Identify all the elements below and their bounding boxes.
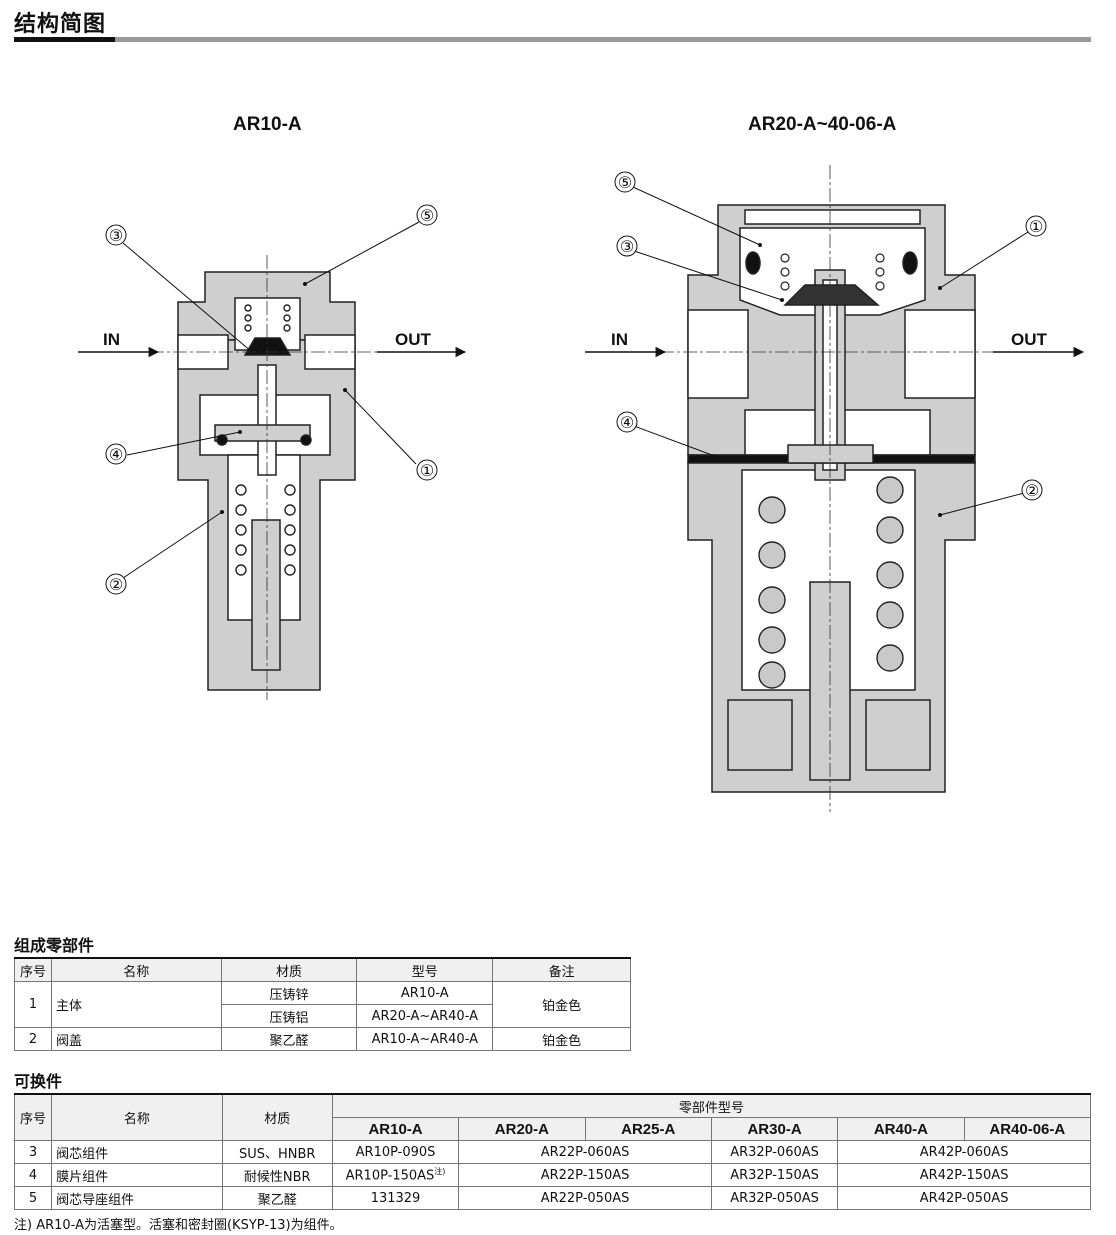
footnote: 注) AR10-A为活塞型。活塞和密封圈(KSYP-13)为组件。: [14, 1218, 343, 1233]
right-diagram: [687, 204, 976, 793]
right-callout-2: ②: [1025, 481, 1039, 500]
cell-material: 聚乙醛: [221, 1186, 333, 1210]
right-spring: [758, 476, 904, 689]
model-header: AR40-A: [837, 1117, 965, 1141]
table-row: 4 膜片组件 耐候性NBR AR10P-150AS注) AR22P-150AS …: [13, 1163, 1091, 1187]
cell-part-ar40: AR42P-150AS: [837, 1163, 1091, 1187]
cell-no: 2: [14, 1027, 52, 1051]
page-heading: 结构简图: [14, 12, 107, 37]
left-in-label: IN: [103, 330, 120, 349]
cell-part-ar40: AR42P-050AS: [837, 1186, 1091, 1210]
replace-header-name: 名称: [51, 1093, 223, 1141]
cell-part-ar20-25: AR22P-150AS: [458, 1163, 712, 1187]
cell-name: 主体: [50, 981, 222, 1028]
cell-no: 1: [14, 981, 52, 1028]
right-diagram-title: AR20-A~40-06-A: [748, 114, 897, 135]
model-header: AR20-A: [458, 1117, 586, 1141]
model-header: AR25-A: [584, 1117, 712, 1141]
cell-material: 聚乙醛: [220, 1027, 358, 1051]
replace-table: 序号 名称 材质 零部件型号 AR10-A AR20-A AR25-A AR30…: [13, 1093, 1092, 1210]
cell-material: 耐候性NBR: [221, 1163, 333, 1187]
cell-name: 膜片组件: [51, 1163, 223, 1187]
left-callout-5: ⑤: [420, 206, 434, 225]
model-header: AR40-06-A: [963, 1117, 1092, 1141]
table-row: 5 阀芯导座组件 聚乙醛 131329 AR22P-050AS AR32P-05…: [13, 1186, 1091, 1210]
right-callout-3: ③: [620, 237, 634, 256]
parts-header-name: 名称: [50, 957, 222, 982]
left-callout-1: ①: [420, 461, 434, 480]
left-spring: [235, 304, 296, 576]
parts-table: 序号 名称 材质 型号 备注 1 主体 压铸锌 AR10-A 铂金色 压铸铝 A…: [14, 957, 631, 1051]
left-out-label: OUT: [395, 330, 432, 349]
cell-part-ar40: AR42P-060AS: [837, 1140, 1091, 1164]
cell-material: SUS、HNBR: [221, 1140, 333, 1164]
cell-model: AR10-A~AR40-A: [356, 1027, 494, 1051]
model-header: AR30-A: [710, 1117, 839, 1141]
cell-note: 铂金色: [492, 981, 631, 1028]
cell-note: 铂金色: [492, 1027, 631, 1051]
parts-header-model: 型号: [356, 957, 494, 982]
right-callout-4: ④: [620, 413, 634, 432]
cell-part-ar20-25: AR22P-050AS: [458, 1186, 712, 1210]
left-callout-2: ②: [109, 575, 123, 594]
left-callout-4: ④: [109, 445, 123, 464]
cell-part-ar10: 131329: [331, 1186, 460, 1210]
cell-material: 压铸铝: [220, 1004, 358, 1028]
cell-part-ar30: AR32P-150AS: [710, 1163, 839, 1187]
right-callout-5: ⑤: [618, 173, 632, 192]
cell-material: 压铸锌: [220, 981, 358, 1005]
replace-header-material: 材质: [221, 1093, 333, 1141]
left-callout-3: ③: [109, 226, 123, 245]
table-row: 3 阀芯组件 SUS、HNBR AR10P-090S AR22P-060AS A…: [13, 1140, 1091, 1164]
replace-header-no: 序号: [13, 1093, 53, 1141]
replace-header-group: 零部件型号: [331, 1093, 1092, 1118]
cell-part-ar30: AR32P-060AS: [710, 1140, 839, 1164]
cell-part-ar30: AR32P-050AS: [710, 1186, 839, 1210]
cell-model: AR20-A~AR40-A: [356, 1004, 494, 1028]
cell-part-ar10-value: AR10P-150AS: [345, 1168, 435, 1184]
left-diagram-title: AR10-A: [233, 114, 302, 135]
right-out-label: OUT: [1011, 330, 1048, 349]
heading-rule: [14, 37, 1091, 42]
parts-section-title: 组成零部件: [14, 936, 95, 955]
right-valve: [783, 284, 881, 306]
table-row: 2 阀盖 聚乙醛 AR10-A~AR40-A 铂金色: [14, 1027, 631, 1051]
cell-part-ar20-25: AR22P-060AS: [458, 1140, 712, 1164]
heading-rule-accent: [14, 37, 115, 42]
table-row: 1 主体 压铸锌 AR10-A 铂金色: [14, 981, 631, 1028]
right-callout-1: ①: [1029, 217, 1043, 236]
footnote-mark: 注): [434, 1167, 446, 1177]
replace-section-title: 可换件: [14, 1072, 63, 1091]
parts-header-no: 序号: [14, 957, 52, 982]
cell-part-ar10: AR10P-090S: [331, 1140, 460, 1164]
model-header: AR10-A: [331, 1117, 460, 1141]
cell-no: 3: [13, 1140, 53, 1164]
cell-name: 阀盖: [50, 1027, 222, 1051]
cell-no: 5: [13, 1186, 53, 1210]
cell-model: AR10-A: [356, 981, 494, 1005]
cell-name: 阀芯组件: [51, 1140, 223, 1164]
parts-header-material: 材质: [220, 957, 358, 982]
cross-section-diagrams: ③ ⑤ ④ ① ② IN OUT: [78, 165, 1085, 812]
left-valve: [243, 337, 292, 356]
parts-header-note: 备注: [492, 957, 631, 982]
cell-part-ar10: AR10P-150AS注): [331, 1163, 460, 1187]
cell-name: 阀芯导座组件: [51, 1186, 223, 1210]
cell-no: 4: [13, 1163, 53, 1187]
left-diagram: [177, 271, 356, 691]
right-in-label: IN: [611, 330, 628, 349]
